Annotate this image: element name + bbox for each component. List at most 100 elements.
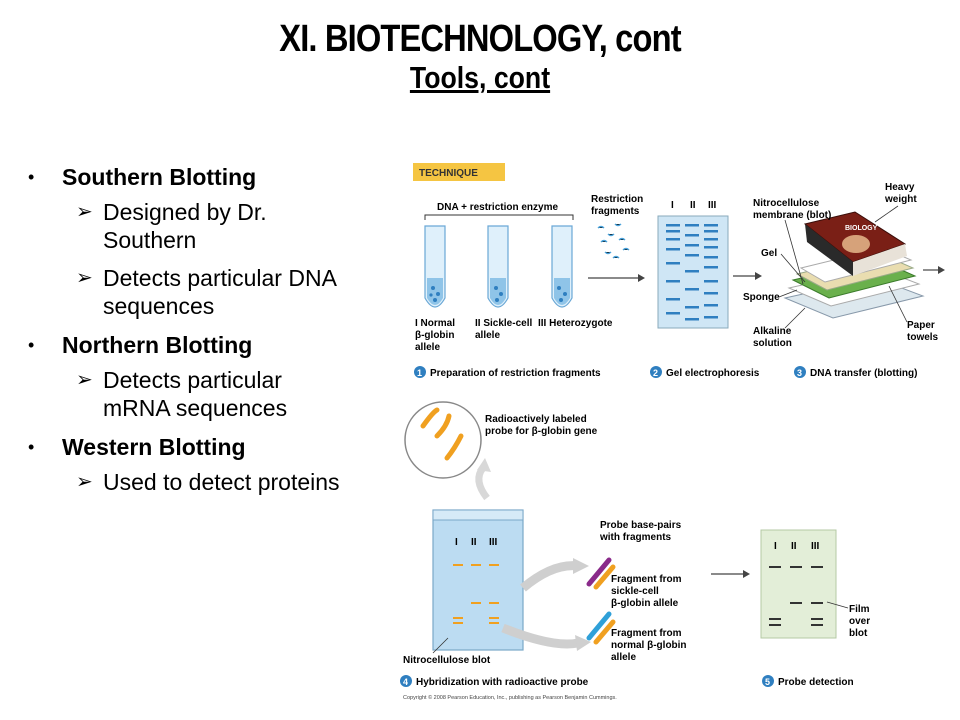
arrow-3-head: [938, 266, 945, 274]
arrow-bullet-icon: ➢: [76, 267, 93, 289]
svg-text:I II III: I II III: [455, 537, 498, 548]
gel-lane-label: II: [690, 200, 696, 211]
step-3: 3 DNA transfer (blotting): [794, 366, 917, 379]
leader-nitro-blot: [432, 637, 449, 654]
radio-probe-label: Radioactively labeled probe for β-globin…: [485, 414, 598, 437]
probe-curve-arrow-head: [477, 458, 491, 472]
tube3-label: III Heterozygote: [538, 318, 613, 329]
copyright-text: Copyright © 2008 Pearson Education, Inc.…: [403, 694, 617, 701]
tube2-label: II Sickle-cell allele: [475, 318, 535, 341]
svg-text:2: 2: [653, 368, 658, 378]
sub-bullet-text: Southern: [103, 227, 197, 253]
sub-bullet: ➢ Detects particular DNA sequences: [28, 264, 373, 320]
southern-blot-figure: TECHNIQUE DNA + restriction enzyme I Nor…: [393, 158, 953, 708]
dna-enzyme-label: DNA + restriction enzyme: [437, 202, 558, 213]
sub-bullet-text: Used to detect proteins: [103, 469, 340, 495]
arrow-bullet-icon: ➢: [76, 201, 93, 223]
sub-bullet-text: mRNA sequences: [103, 395, 288, 421]
slide-title: XI. BIOTECHNOLOGY, cont: [279, 18, 681, 60]
film-label: Film over blot: [849, 604, 873, 639]
normal-fragment-label: Fragment from normal β-globin allele: [611, 628, 689, 663]
sub-bullet-text: sequences: [103, 293, 215, 319]
probe-pairs-label: Probe base-pairs with fragments: [599, 520, 684, 543]
svg-text:1: 1: [417, 368, 422, 378]
probe-curve-arrow: [475, 465, 490, 501]
arrow-4-head: [743, 570, 750, 578]
sponge-label: Sponge: [743, 292, 780, 303]
bullet-western: • Western Blotting: [28, 432, 373, 462]
leader-membrane: [784, 219, 804, 285]
step-4: 4 Hybridization with radioactive probe: [400, 675, 589, 688]
bullet-dot-icon: •: [28, 167, 35, 187]
sub-bullet-text: Detects particular: [103, 367, 282, 393]
probe-circle: [404, 401, 482, 479]
hybrid-arrow-1: [520, 561, 579, 592]
bullet-dot-icon: •: [28, 335, 35, 355]
bag-lane-label: II: [471, 537, 477, 548]
sickle-fragment: [586, 557, 616, 590]
bullet-label: Northern Blotting: [62, 332, 253, 358]
heavy-weight-label: Heavy weight: [884, 182, 917, 205]
bullet-label: Western Blotting: [62, 434, 246, 460]
bracket-line: [424, 214, 574, 220]
arrow-bullet-icon: ➢: [76, 471, 93, 493]
hybrid-arrow-2: [501, 623, 579, 649]
sub-bullet: ➢ Used to detect proteins: [28, 468, 373, 496]
title-block: XI. BIOTECHNOLOGY, cont Tools, cont: [0, 18, 960, 96]
leader-gel: [780, 253, 806, 283]
leader-towels: [888, 285, 908, 323]
arrow-1-head: [638, 274, 645, 282]
svg-text:Probe detection: Probe detection: [778, 677, 854, 688]
bullet-southern: • Southern Blotting: [28, 162, 373, 192]
sickle-fragment-label: Fragment from sickle-cell β-globin allel…: [611, 574, 684, 609]
svg-text:Gel electrophoresis: Gel electrophoresis: [666, 368, 760, 379]
technique-label: TECHNIQUE: [419, 168, 478, 179]
leader-film: [826, 601, 849, 609]
arrow-2-head: [755, 272, 762, 280]
tube1-label: I Normal β-globin allele: [415, 318, 458, 353]
gel-lane-label: I: [671, 200, 674, 211]
film-lane-label: II: [791, 541, 797, 552]
nitro-bag: I II III: [432, 509, 524, 651]
hybrid-arrow-2-head: [575, 635, 591, 651]
svg-text:I II III: I II III: [671, 200, 717, 211]
technique-tag: [413, 163, 505, 181]
fragment-squiggles: [597, 223, 630, 259]
gel: I II III: [657, 200, 729, 329]
arrow-bullet-icon: ➢: [76, 369, 93, 391]
bag-lane-label: I: [455, 537, 458, 548]
gel-lane-label: III: [708, 200, 717, 211]
step-2: 2 Gel electrophoresis: [650, 366, 760, 379]
svg-text:DNA transfer (blotting): DNA transfer (blotting): [810, 368, 917, 379]
svg-text:Hybridization with radioactive: Hybridization with radioactive probe: [416, 677, 589, 688]
paper-towels-label: Paper towels: [907, 320, 939, 343]
blot-stack: BIOLOGY: [783, 211, 925, 319]
step-1: 1 Preparation of restriction fragments: [414, 366, 601, 379]
nitro-blot-label: Nitrocellulose blot: [403, 655, 491, 666]
leader-sponge: [778, 289, 798, 298]
film-lane-label: I: [774, 541, 777, 552]
slide-subtitle: Tools, cont: [409, 60, 551, 95]
hybrid-arrow-1-head: [573, 558, 589, 574]
membrane-label: Nitrocellulose membrane (blot): [753, 198, 831, 221]
bag-lane-label: III: [489, 537, 498, 548]
svg-text:3: 3: [797, 368, 802, 378]
bullet-dot-icon: •: [28, 437, 35, 457]
sub-bullet: ➢ Detects particular mRNA sequences: [28, 366, 373, 422]
alkaline-label: Alkaline solution: [753, 326, 794, 349]
test-tube-2: [487, 225, 509, 308]
book-title: BIOLOGY: [845, 225, 878, 232]
film-lane-label: III: [811, 541, 820, 552]
leader-alkaline: [784, 307, 806, 329]
svg-text:4: 4: [403, 677, 408, 687]
svg-text:I II III: I II III: [774, 541, 820, 552]
step-5: 5 Probe detection: [762, 675, 854, 688]
test-tube-3: [551, 225, 573, 308]
bullet-list: • Southern Blotting ➢ Designed by Dr. So…: [28, 160, 373, 506]
sub-bullet: ➢ Designed by Dr. Southern: [28, 198, 373, 254]
sub-bullet-text: Detects particular DNA: [103, 265, 337, 291]
gel-label: Gel: [761, 248, 777, 259]
test-tube-1: [424, 225, 446, 308]
svg-text:5: 5: [765, 677, 770, 687]
figure-svg: TECHNIQUE DNA + restriction enzyme I Nor…: [400, 163, 945, 701]
